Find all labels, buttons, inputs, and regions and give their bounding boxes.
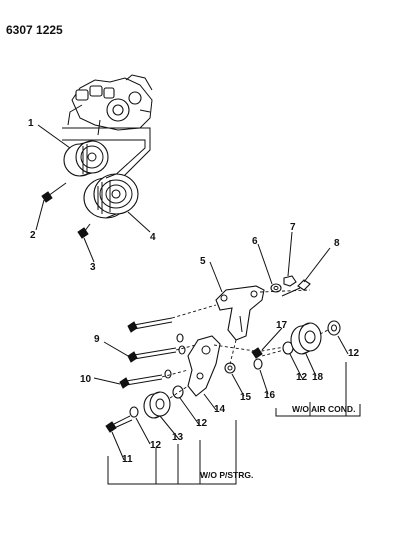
- note-without-air-conditioning: W/O AIR COND.: [292, 404, 355, 414]
- callout-1: 1: [28, 118, 34, 129]
- callout-18: 18: [312, 372, 324, 383]
- bolt-2: [41, 182, 67, 203]
- callout-8: 8: [334, 238, 340, 249]
- callout-3: 3: [90, 262, 96, 273]
- callout-6: 6: [252, 236, 258, 247]
- washer-15: [224, 362, 236, 374]
- document-code: 6307 1225: [6, 23, 63, 37]
- callout-12-center: 12: [196, 418, 208, 429]
- callout-16: 16: [264, 390, 276, 401]
- callout-14: 14: [214, 404, 226, 415]
- bolt-8: [281, 279, 311, 297]
- idler-pulley-without-air-conditioning: [251, 320, 341, 370]
- callout-2: 2: [30, 230, 36, 241]
- callout-13: 13: [172, 432, 184, 443]
- bolt-3: [77, 223, 91, 239]
- mounting-bracket: [215, 285, 265, 341]
- bolt-10: [119, 369, 172, 389]
- callout-17: 17: [276, 320, 288, 331]
- callout-15: 15: [240, 392, 252, 403]
- bolt-upper-long: [127, 317, 173, 333]
- alignment-lines: [161, 304, 291, 378]
- callout-12-left: 12: [150, 440, 162, 451]
- callout-5: 5: [200, 256, 206, 267]
- callout-10: 10: [80, 374, 92, 385]
- water-pump-pulley: [83, 173, 139, 219]
- callout-12-right: 12: [348, 348, 360, 359]
- callout-4: 4: [150, 232, 156, 243]
- callout-7: 7: [290, 222, 296, 233]
- callout-12-mid-right: 12: [296, 372, 308, 383]
- idler-pulley-without-power-steering: [105, 385, 189, 433]
- nut-7: [283, 275, 297, 287]
- drive-belt: [62, 127, 151, 183]
- without-air-conditioning-bracket: [275, 362, 361, 417]
- idler-bracket: [187, 335, 221, 397]
- bolt-6: [270, 283, 282, 293]
- callout-9: 9: [94, 334, 100, 345]
- engine-block: [67, 74, 153, 136]
- callouts: 1 2 3 4 5 6 7 8 9 10 11 12 12 12 12 13 1…: [28, 118, 360, 465]
- crankshaft-pulley: [63, 140, 109, 177]
- leader-lines: [35, 124, 349, 461]
- bolt-9: [127, 333, 186, 363]
- without-power-steering-bracket: [107, 420, 237, 485]
- callout-11: 11: [122, 454, 133, 465]
- note-without-power-steering: W/O P/STRG.: [200, 470, 253, 480]
